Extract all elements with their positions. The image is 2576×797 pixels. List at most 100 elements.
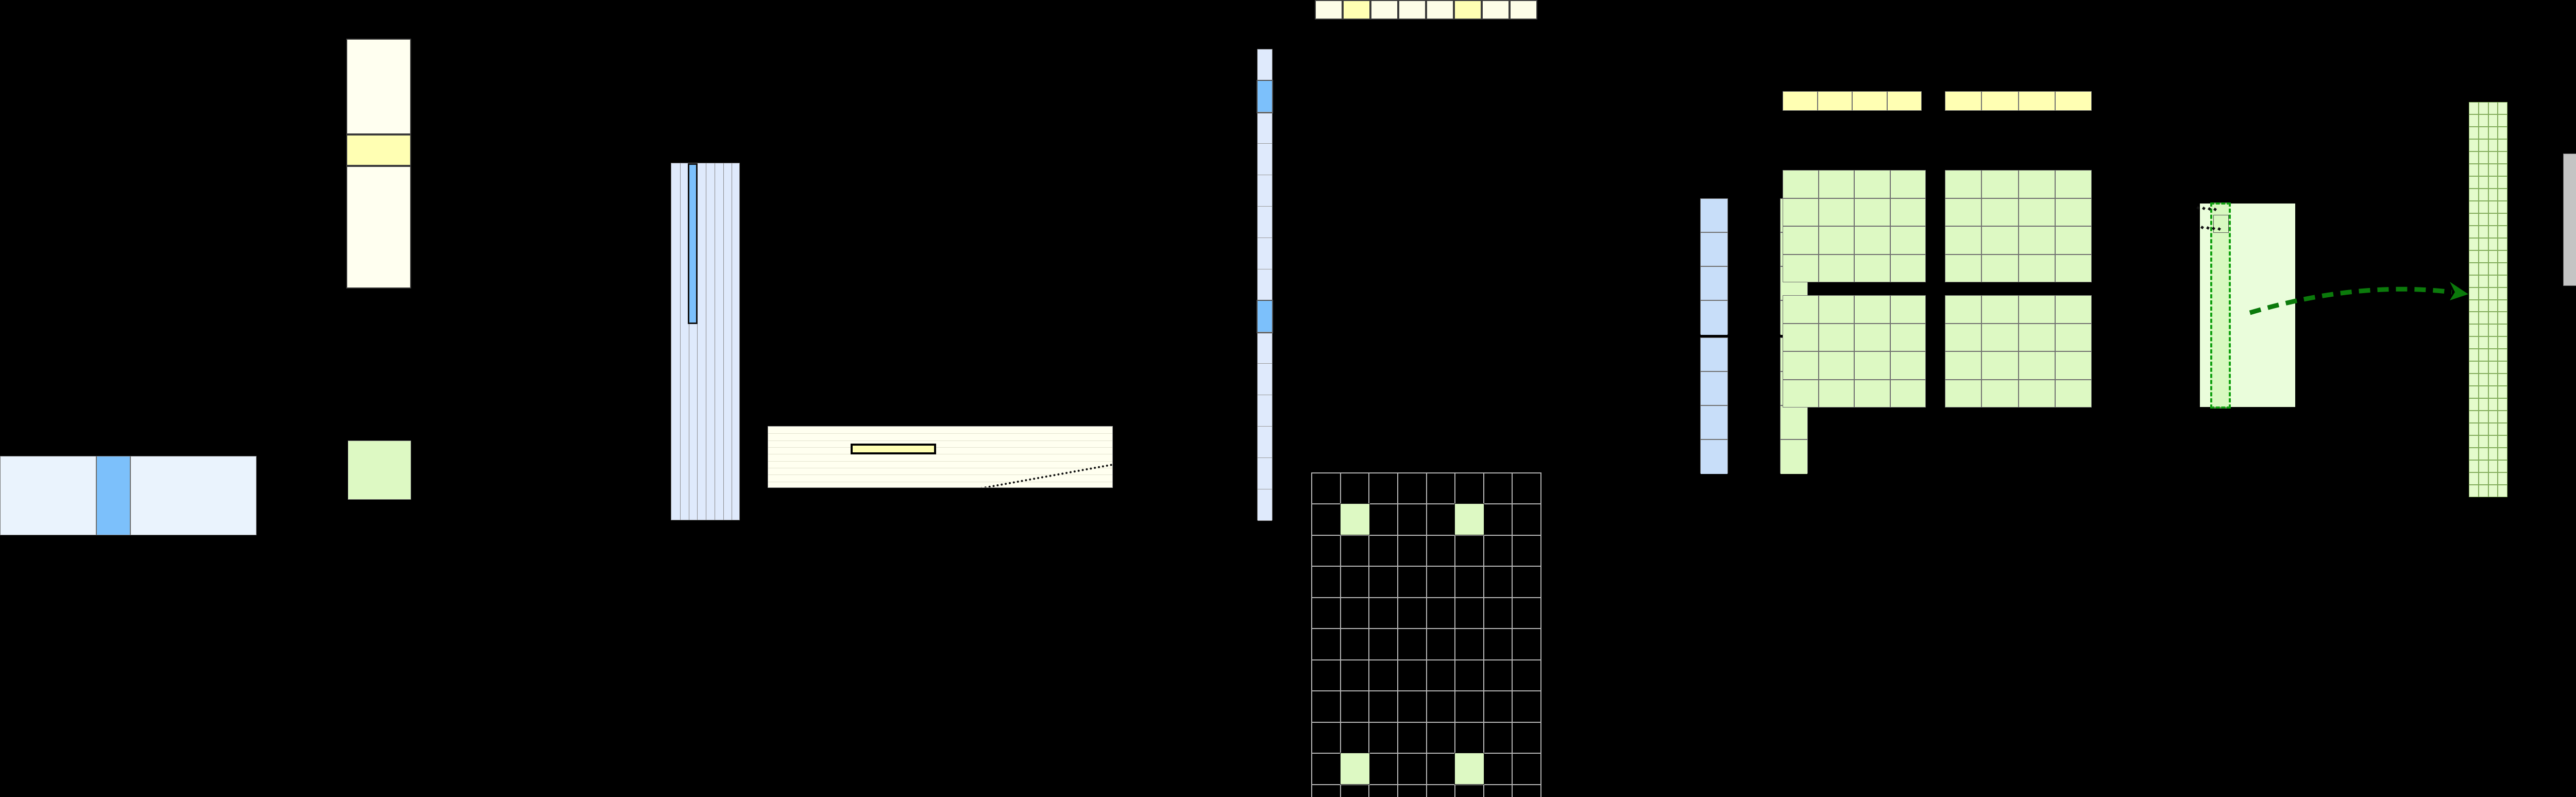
fine-grid-cell-r17c4[interactable]	[2498, 299, 2507, 312]
fine-grid-cell-r3c2[interactable]	[2478, 126, 2488, 139]
matrix-block-top-left-cell-r2c2[interactable]	[1818, 198, 1854, 226]
matrix-block-top-left-cell-r3c1[interactable]	[1783, 226, 1819, 255]
matrix-block-top-right-cell-r3c3[interactable]	[2018, 226, 2055, 255]
dashed-selection-box[interactable]	[2210, 202, 2231, 409]
fine-grid-cell-r9c3[interactable]	[2488, 200, 2498, 213]
fine-grid-cell-r32c2[interactable]	[2478, 485, 2488, 497]
fine-grid-cell-r12c1[interactable]	[2469, 238, 2479, 250]
fine-grid-cell-r1c2[interactable]	[2478, 102, 2488, 114]
fine-grid-cell-r15c3[interactable]	[2488, 275, 2498, 287]
fine-grid-cell-r7c2[interactable]	[2478, 176, 2488, 189]
index-cell-2-1[interactable]	[1701, 338, 1727, 372]
fine-grid-cell-r21c3[interactable]	[2488, 349, 2498, 362]
matrix-block-bottom-left-cell-r3c4[interactable]	[1890, 351, 1926, 380]
fine-grid-cell-r11c3[interactable]	[2488, 225, 2498, 238]
grid-highlight-cell-4[interactable]	[1454, 753, 1484, 785]
matrix-block-bottom-left-cell-r4c1[interactable]	[1783, 379, 1819, 408]
matrix-block-bottom-right-cell-r1c3[interactable]	[2018, 295, 2055, 324]
fine-grid-cell-r15c2[interactable]	[2478, 275, 2488, 287]
fine-grid-cell-r31c1[interactable]	[2469, 472, 2479, 485]
fine-grid-cell-r27c4[interactable]	[2498, 423, 2507, 436]
matrix-block-bottom-left-cell-r2c2[interactable]	[1818, 323, 1854, 351]
fine-grid-cell-r24c2[interactable]	[2478, 386, 2488, 399]
matrix-block-bottom-left-cell-r2c3[interactable]	[1854, 323, 1890, 351]
fine-grid-cell-r16c4[interactable]	[2498, 287, 2507, 300]
fine-grid-cell-r3c4[interactable]	[2498, 126, 2507, 139]
matrix-header-left-cell-1[interactable]	[1783, 91, 1818, 111]
fine-grid-cell-r29c4[interactable]	[2498, 448, 2507, 461]
cream-bar-segment-2[interactable]	[346, 134, 411, 166]
fine-grid-cell-r8c3[interactable]	[2488, 188, 2498, 201]
fine-grid-cell-r10c4[interactable]	[2498, 213, 2507, 226]
matrix-block-bottom-right-cell-r2c3[interactable]	[2018, 323, 2055, 351]
index-cell-1-3[interactable]	[1701, 267, 1727, 301]
green-index-cell-2-4[interactable]	[1781, 440, 1807, 474]
matrix-block-top-left-cell-r4c2[interactable]	[1818, 254, 1854, 282]
fine-grid-cell-r32c3[interactable]	[2488, 485, 2498, 497]
fine-grid-cell-r21c1[interactable]	[2469, 349, 2479, 362]
fine-grid-cell-r26c1[interactable]	[2469, 411, 2479, 423]
fine-grid-cell-r1c4[interactable]	[2498, 102, 2507, 114]
row-strip-cell-2[interactable]	[1257, 80, 1273, 113]
fine-grid-cell-r12c3[interactable]	[2488, 238, 2498, 250]
fine-grid-cell-r11c2[interactable]	[2478, 225, 2488, 238]
cream-bar-segment-1[interactable]	[346, 39, 411, 134]
matrix-block-top-right-cell-r3c4[interactable]	[2055, 226, 2092, 255]
fine-grid-cell-r24c3[interactable]	[2488, 386, 2498, 399]
matrix-block-bottom-left-cell-r2c4[interactable]	[1890, 323, 1926, 351]
fine-grid-cell-r25c1[interactable]	[2469, 398, 2479, 411]
matrix-block-top-left-cell-r3c3[interactable]	[1854, 226, 1890, 255]
fine-grid-cell-r5c2[interactable]	[2478, 151, 2488, 164]
index-cell-1-1[interactable]	[1701, 199, 1727, 233]
row-strip-cell-10[interactable]	[1258, 332, 1272, 364]
fine-grid-cell-r29c1[interactable]	[2469, 448, 2479, 461]
matrix-block-top-left-cell-r4c3[interactable]	[1854, 254, 1890, 282]
matrix-header-right-cell-2[interactable]	[1981, 91, 2019, 111]
fine-grid-cell-r28c2[interactable]	[2478, 435, 2488, 448]
fine-grid-cell-r27c2[interactable]	[2478, 423, 2488, 436]
matrix-block-top-right-cell-r4c3[interactable]	[2018, 254, 2055, 282]
fine-grid-cell-r26c3[interactable]	[2488, 411, 2498, 423]
left-bar-segment-1[interactable]	[0, 456, 96, 535]
matrix-block-bottom-left-cell-r2c1[interactable]	[1783, 323, 1819, 351]
matrix-block-top-left-cell-r2c4[interactable]	[1890, 198, 1926, 226]
fine-grid-cell-r11c1[interactable]	[2469, 225, 2479, 238]
fine-grid-cell-r27c1[interactable]	[2469, 423, 2479, 436]
matrix-block-top-left-cell-r1c4[interactable]	[1890, 170, 1926, 198]
index-cell-1-4[interactable]	[1701, 301, 1727, 335]
fine-grid-cell-r2c4[interactable]	[2498, 114, 2507, 127]
green-swatch-left[interactable]	[348, 440, 411, 500]
fine-grid-cell-r24c1[interactable]	[2469, 386, 2479, 399]
matrix-block-top-right-cell-r1c1[interactable]	[1945, 170, 1982, 198]
fine-grid-cell-r27c3[interactable]	[2488, 423, 2498, 436]
fine-grid-cell-r10c2[interactable]	[2478, 213, 2488, 226]
matrix-block-bottom-right-cell-r4c4[interactable]	[2055, 379, 2092, 408]
fine-grid-cell-r17c3[interactable]	[2488, 299, 2498, 312]
matrix-header-left-cell-2[interactable]	[1817, 91, 1852, 111]
grid-highlight-cell-1[interactable]	[1340, 503, 1370, 535]
fine-grid-cell-r3c3[interactable]	[2488, 126, 2498, 139]
matrix-block-bottom-right-cell-r3c2[interactable]	[1981, 351, 2019, 380]
fine-grid-cell-r31c3[interactable]	[2488, 472, 2498, 485]
matrix-block-top-left-cell-r1c1[interactable]	[1783, 170, 1819, 198]
fine-grid-cell-r13c2[interactable]	[2478, 250, 2488, 263]
fine-grid-cell-r8c1[interactable]	[2469, 188, 2479, 201]
matrix-block-top-right-cell-r1c4[interactable]	[2055, 170, 2092, 198]
fine-grid-cell-r30c3[interactable]	[2488, 460, 2498, 473]
fine-grid-cell-r4c1[interactable]	[2469, 139, 2479, 151]
matrix-block-bottom-left-cell-r3c2[interactable]	[1818, 351, 1854, 380]
cream-bar-segment-3[interactable]	[346, 166, 411, 289]
fine-grid-cell-r23c4[interactable]	[2498, 374, 2507, 386]
matrix-block-bottom-left-cell-r1c2[interactable]	[1818, 295, 1854, 324]
fine-grid-cell-r11c4[interactable]	[2498, 225, 2507, 238]
matrix-block-bottom-left-cell-r1c4[interactable]	[1890, 295, 1926, 324]
matrix-block-bottom-right-cell-r4c3[interactable]	[2018, 379, 2055, 408]
row-strip-cell-5[interactable]	[1258, 175, 1272, 207]
fine-grid-cell-r24c4[interactable]	[2498, 386, 2507, 399]
fine-grid-cell-r16c3[interactable]	[2488, 287, 2498, 300]
top-strip-cell-7[interactable]	[1482, 0, 1510, 20]
fine-grid-cell-r30c1[interactable]	[2469, 460, 2479, 473]
fine-grid-cell-r20c4[interactable]	[2498, 336, 2507, 349]
matrix-block-bottom-right-cell-r4c1[interactable]	[1945, 379, 1982, 408]
highlighted-cell[interactable]	[851, 444, 936, 454]
